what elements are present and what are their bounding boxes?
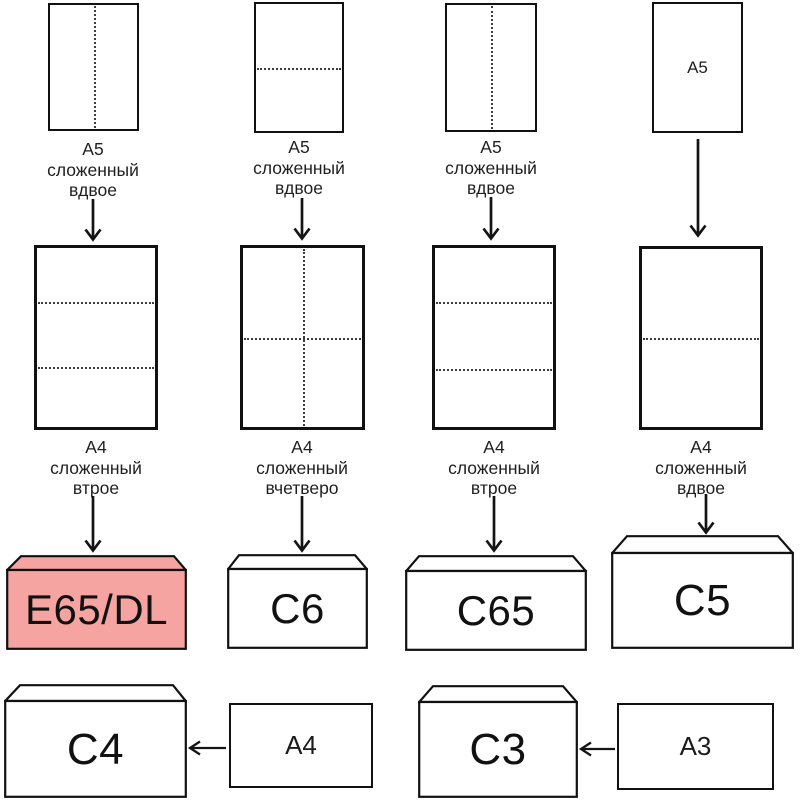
envelope-body (4, 699, 187, 798)
caption-a5-folded-1: A5 сложенный вдвое (47, 139, 139, 201)
caption-line: вчетверо (265, 478, 339, 498)
envelope-c6-label: C6 (270, 585, 325, 632)
caption-line: вдвое (275, 178, 323, 198)
paper-a4-trifold-2 (432, 245, 556, 430)
envelope-c4: C4 (4, 684, 187, 798)
caption-line: A5 (480, 137, 502, 157)
envelope-c65: C65 (405, 555, 587, 651)
fold-line-horizontal (244, 337, 361, 340)
envelope-flap (4, 684, 187, 703)
envelope-body (405, 569, 587, 651)
paper-a5-plain: A5 (652, 2, 743, 133)
paper-a3-flat-label: A3 (679, 731, 712, 761)
caption-line: сложенный (445, 157, 537, 178)
paper-a4-trifold-1 (34, 245, 158, 430)
fold-line-horizontal (643, 338, 759, 340)
arrow-left-icon (187, 740, 226, 756)
arrow-down-icon (293, 198, 311, 241)
arrow-left-icon (578, 741, 615, 757)
arrow-down-icon (697, 494, 715, 535)
arrow-down-icon (293, 496, 311, 553)
envelope-c5-label: C5 (673, 576, 732, 625)
envelope-c3-label: C3 (469, 725, 527, 774)
caption-line: A4 (85, 437, 107, 457)
arrow-down-icon (689, 139, 707, 238)
paper-a5-vertical-fold-1 (48, 3, 139, 131)
caption-line: A4 (690, 437, 712, 457)
caption-line: втрое (72, 478, 120, 498)
arrow-down-icon (84, 496, 102, 553)
caption-a5-folded-2: A5 сложенный вдвое (253, 137, 345, 199)
caption-line: втрое (470, 478, 518, 498)
fold-line-horizontal (257, 67, 341, 70)
fold-line-horizontal (436, 301, 552, 304)
paper-a4-flat: A4 (229, 703, 373, 788)
envelope-c6: C6 (227, 554, 368, 649)
paper-a3-flat: A3 (617, 703, 774, 790)
envelope-c65-label: C65 (456, 587, 536, 634)
envelope-e65dl-label: E65/DL (24, 586, 169, 633)
caption-line: сложенный (253, 157, 345, 178)
caption-line: сложенный (50, 457, 142, 478)
caption-a4-folded-2: A4 сложенный вчетверо (256, 437, 348, 499)
arrow-down-icon (84, 199, 102, 242)
fold-line-vertical (93, 6, 96, 128)
fold-line-horizontal (436, 368, 552, 371)
paper-a4-quarterfold (240, 245, 365, 430)
caption-line: A5 (288, 137, 310, 157)
caption-a4-folded-3: A4 сложенный втрое (448, 437, 540, 499)
caption-a5-folded-3: A5 сложенный вдвое (445, 137, 537, 199)
fold-line-horizontal (38, 301, 154, 304)
paper-a5-label: A5 (687, 57, 708, 77)
caption-line: вдвое (69, 180, 117, 200)
arrow-down-icon (485, 496, 503, 553)
envelope-flap (418, 685, 578, 704)
paper-a5-horizontal-fold (254, 2, 344, 133)
fold-line-horizontal (38, 367, 154, 370)
envelope-body (611, 551, 794, 649)
paper-a4-halffold (639, 246, 763, 430)
arrow-down-icon (482, 197, 500, 241)
caption-line: сложенный (256, 457, 348, 478)
envelope-c4-label: C4 (66, 724, 125, 774)
envelope-body (6, 568, 187, 650)
caption-line: сложенный (448, 457, 540, 478)
paper-a5-vertical-fold-2 (445, 3, 537, 132)
envelope-e65dl: E65/DL (6, 555, 187, 650)
envelope-flap (405, 555, 587, 573)
caption-line: A4 (483, 437, 505, 457)
caption-line: вдвое (677, 478, 725, 498)
envelope-c5: C5 (611, 535, 794, 649)
caption-a4-folded-1: A4 сложенный втрое (50, 437, 142, 499)
envelope-flap (227, 554, 368, 571)
caption-line: A5 (82, 139, 104, 159)
envelope-flap (6, 555, 187, 572)
caption-line: вдвое (467, 178, 515, 198)
caption-line: A4 (291, 437, 313, 457)
envelope-c3: C3 (418, 685, 578, 798)
caption-line: сложенный (655, 457, 747, 478)
envelope-flap (611, 535, 794, 555)
paper-a4-flat-label: A4 (285, 730, 317, 760)
caption-a4-folded-4: A4 сложенный вдвое (655, 437, 747, 499)
fold-line-vertical (491, 6, 493, 129)
envelope-body (227, 567, 368, 649)
envelope-body (418, 700, 578, 798)
caption-line: сложенный (47, 159, 139, 180)
